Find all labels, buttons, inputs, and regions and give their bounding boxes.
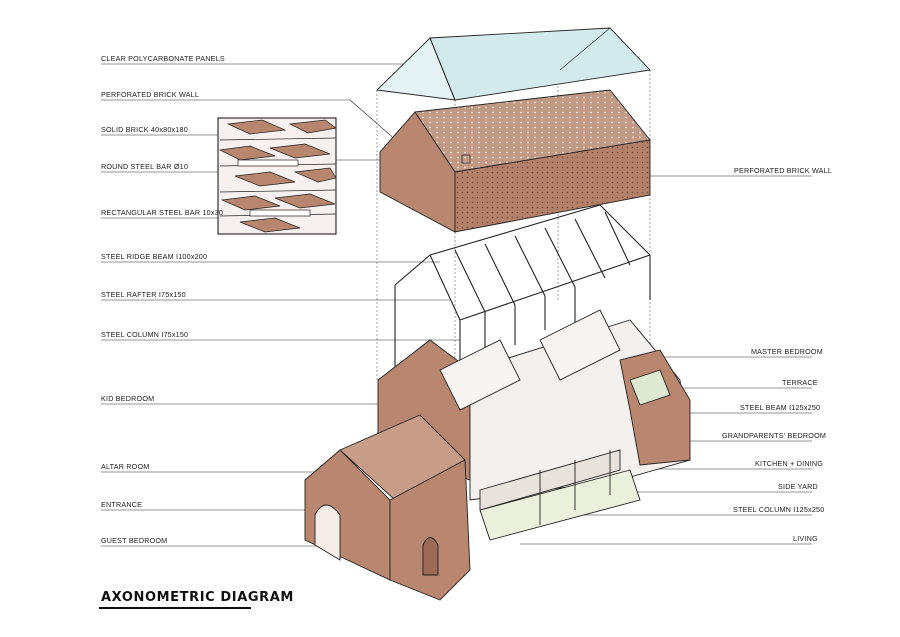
label-side-yard: SIDE YARD (778, 482, 818, 491)
house-volume (304, 309, 691, 601)
label-altar-room: ALTAR ROOM (101, 462, 150, 471)
label-perforated-brick-wall-right: PERFORATED BRICK WALL (734, 166, 833, 175)
label-steel-rafter: STEEL RAFTER I75x150 (101, 290, 186, 299)
label-kitchen-dining: KITCHEN + DINING (755, 459, 824, 468)
label-grandparents-bedroom: GRANDPARENTS' BEDROOM (722, 431, 827, 440)
label-polycarbonate-panels: CLEAR POLYCARBONATE PANELS (101, 54, 225, 63)
label-solid-brick: SOLID BRICK 40x80x180 (101, 125, 188, 134)
label-kid-bedroom: KID BEDROOM (101, 394, 155, 403)
label-guest-bedroom: GUEST BEDROOM (101, 536, 168, 545)
label-round-steel-bar: ROUND STEEL BAR Ø10 (101, 162, 189, 171)
label-terrace: TERRACE (782, 378, 818, 387)
label-entrance: ENTRANCE (101, 500, 143, 509)
brick-detail-inset (217, 117, 337, 235)
label-living: LIVING (793, 534, 818, 543)
diagram-title: AXONOMETRIC DIAGRAM (101, 590, 294, 605)
label-steel-column-small: STEEL COLUMN I75x150 (101, 330, 189, 339)
title-underline (99, 607, 251, 609)
label-master-bedroom: MASTER BEDROOM (751, 347, 823, 356)
label-steel-beam: STEEL BEAM I125x250 (740, 403, 821, 412)
perforated-brick-roof (379, 89, 651, 233)
label-steel-ridge-beam: STEEL RIDGE BEAM I100x200 (101, 252, 208, 261)
label-rectangular-steel-bar: RECTANGULAR STEEL BAR 10x30 (101, 208, 224, 217)
label-steel-column-large: STEEL COLUMN I125x250 (733, 505, 825, 514)
polycarbonate-roof (376, 27, 651, 101)
label-perforated-brick-wall-left: PERFORATED BRICK WALL (101, 90, 200, 99)
